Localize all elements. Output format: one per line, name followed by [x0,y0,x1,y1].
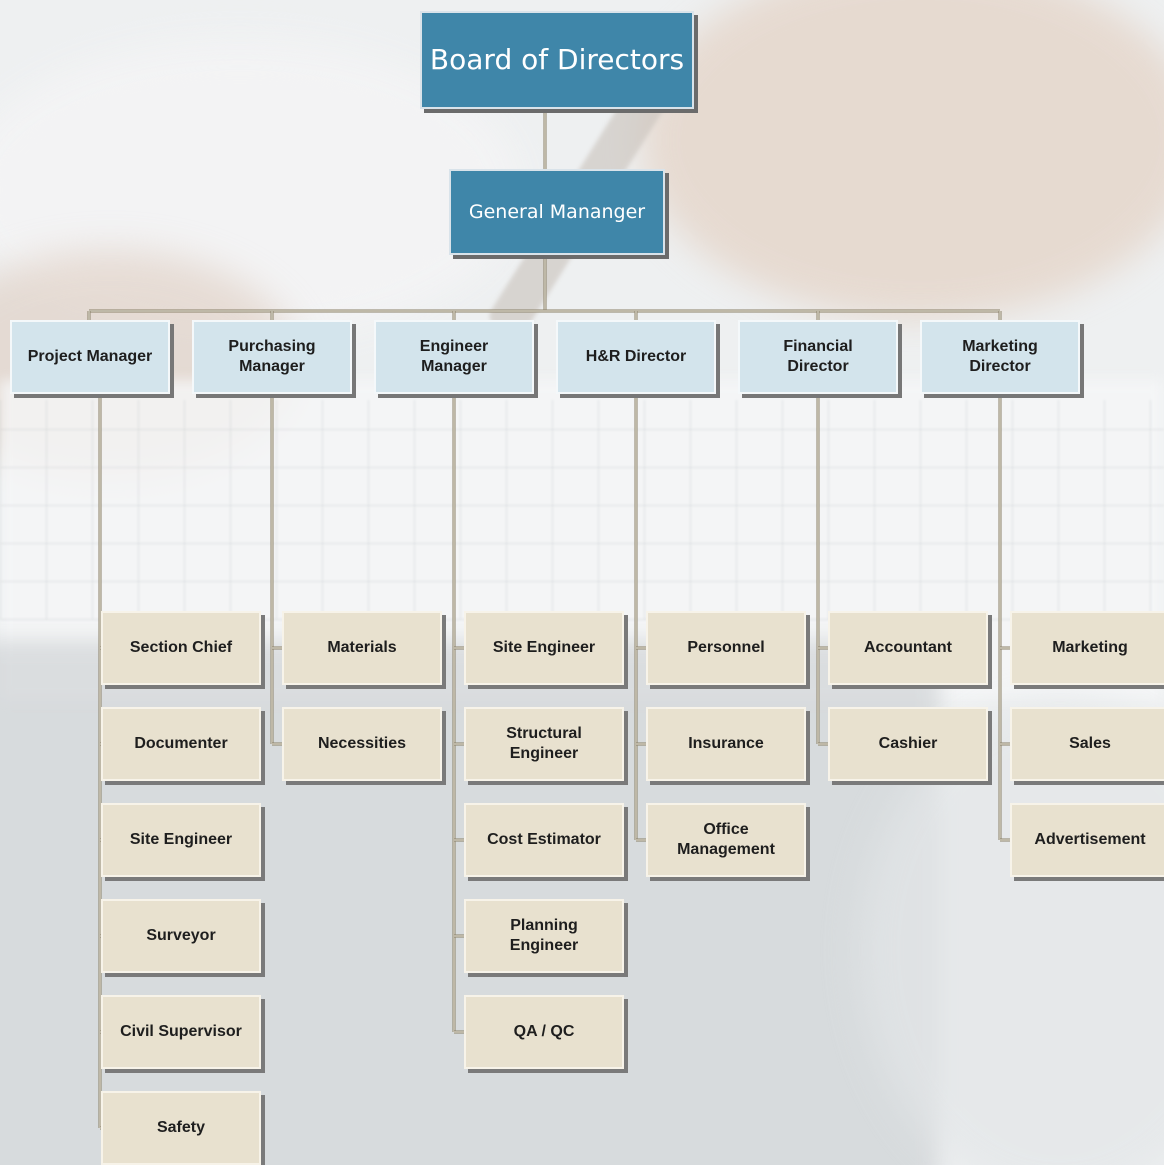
section-chief-box: Section Chief [101,611,261,685]
cost-estimator-box: Cost Estimator [464,803,624,877]
planning-engineer-box: Planning Engineer [464,899,624,973]
civil-supervisor-box: Civil Supervisor [101,995,261,1069]
advertisement-box: Advertisement [1010,803,1164,877]
site-engineer-box: Site Engineer [101,803,261,877]
office-management-box: Office Management [646,803,806,877]
safety-box: Safety [101,1091,261,1165]
project-manager-box: Project Manager [10,320,170,394]
insurance-box: Insurance [646,707,806,781]
necessities-box: Necessities [282,707,442,781]
materials-box: Materials [282,611,442,685]
purchasing-manager-box: Purchasing Manager [192,320,352,394]
surveyor-box: Surveyor [101,899,261,973]
financial-director-box: Financial Director [738,320,898,394]
accountant-box: Accountant [828,611,988,685]
qa-qc-box: QA / QC [464,995,624,1069]
sales-box: Sales [1010,707,1164,781]
cashier-box: Cashier [828,707,988,781]
general-manager-box: General Mananger [449,169,665,255]
documenter-box: Documenter [101,707,261,781]
eng-site-engineer-box: Site Engineer [464,611,624,685]
structural-engineer-box: Structural Engineer [464,707,624,781]
personnel-box: Personnel [646,611,806,685]
board-of-directors-box: Board of Directors [420,11,694,109]
marketing-box: Marketing [1010,611,1164,685]
hr-director-box: H&R Director [556,320,716,394]
engineer-manager-box: Engineer Manager [374,320,534,394]
marketing-director-box: Marketing Director [920,320,1080,394]
